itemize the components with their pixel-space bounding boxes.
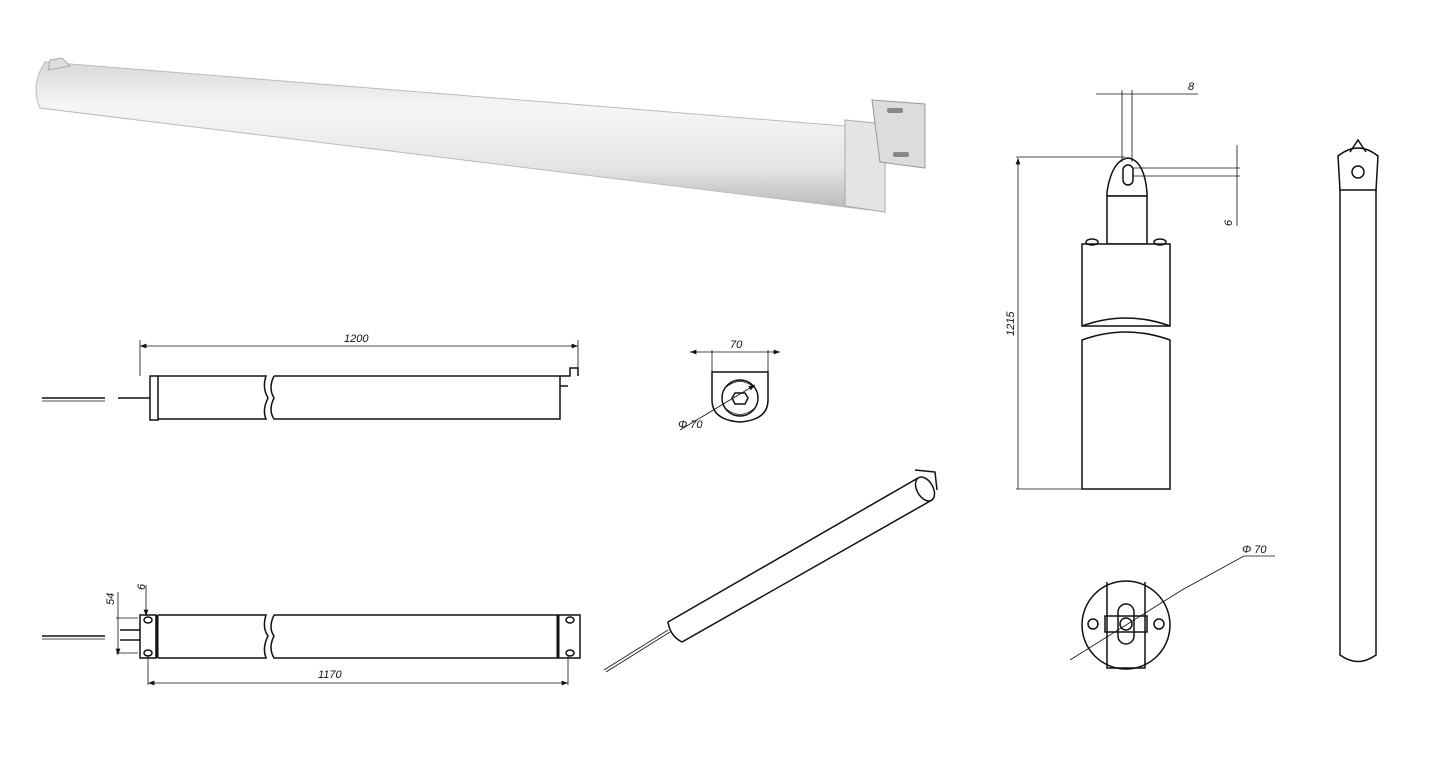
dim-6-slot-label: 6	[1223, 219, 1235, 226]
isometric-line-view	[603, 469, 938, 673]
dim-70-label: 70	[730, 339, 743, 351]
side-view-top	[42, 340, 579, 421]
dim-1200-label: 1200	[344, 333, 369, 345]
vertical-view	[1015, 90, 1240, 490]
dim-phi70-bottom-label: Φ 70	[1242, 544, 1267, 556]
dim-1215-label: 1215	[1005, 311, 1017, 336]
dim-phi70-end-label: Φ 70	[678, 419, 703, 431]
bottom-end-view	[1069, 555, 1275, 670]
dim-54-label: 54	[105, 593, 117, 605]
end-view	[679, 349, 780, 431]
product-render	[35, 57, 926, 213]
dim-6-hole-label: 6	[136, 583, 148, 590]
dim-8-label: 8	[1188, 81, 1195, 93]
vertical-tube-view	[1337, 138, 1379, 663]
dim-1170-label: 1170	[318, 669, 343, 681]
side-view-bottom	[42, 585, 581, 686]
